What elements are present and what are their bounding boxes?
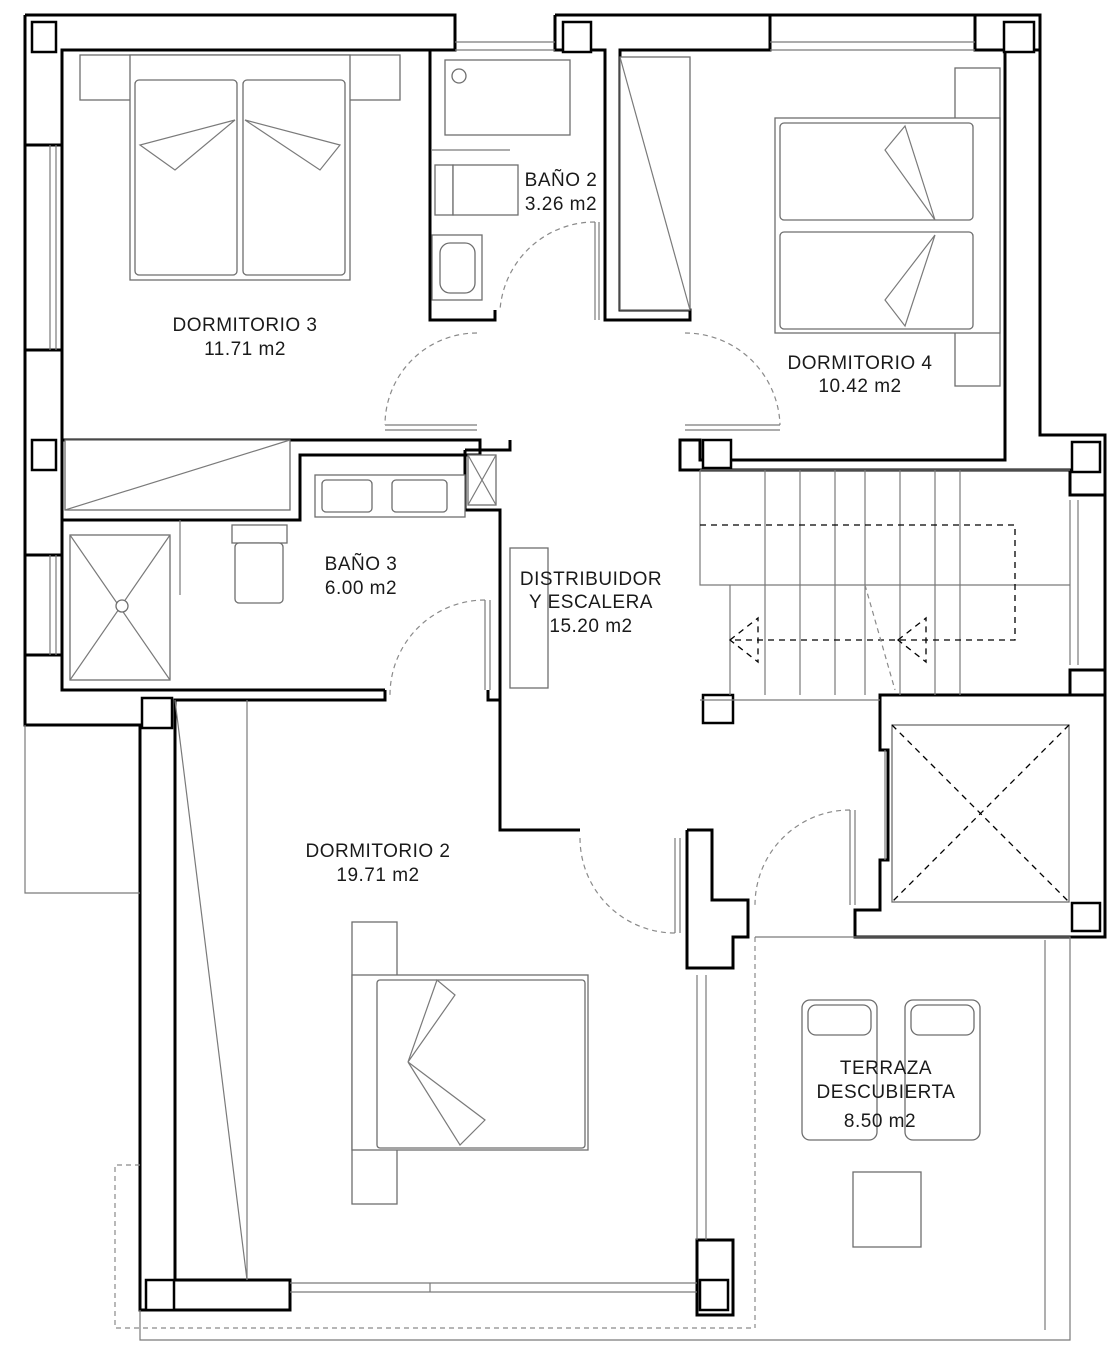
terraza-area-label: 8.50 m2 — [844, 1111, 916, 1132]
bano2-area: 3.26 m2 — [525, 194, 597, 215]
bath3-fixtures — [69, 454, 497, 681]
dorm3-furniture — [64, 54, 401, 511]
terraza-name-line2: DESCUBIERTA — [817, 1082, 956, 1103]
distribuidor-name-line1: DISTRIBUIDOR — [520, 569, 662, 590]
dormitorio4-name: DORMITORIO 4 — [788, 353, 933, 374]
dorm4-furniture — [619, 56, 1001, 387]
terraza-area — [139, 936, 1071, 1341]
exterior-outline — [24, 725, 140, 894]
bano3-area: 6.00 m2 — [325, 578, 397, 599]
stairs — [699, 469, 1070, 701]
bano2-name: BAÑO 2 — [525, 169, 598, 191]
bath2-fixtures — [431, 59, 571, 301]
distribuidor-name-line2: Y ESCALERA — [529, 592, 653, 613]
room-labels: DORMITORIO 3 11.71 m2 BAÑO 2 3.26 m2 DOR… — [173, 169, 956, 1132]
windows — [49, 41, 1079, 1293]
dormitorio3-name: DORMITORIO 3 — [173, 315, 318, 336]
doors — [384, 221, 856, 934]
lift-void — [891, 724, 1070, 903]
dormitorio2-name: DORMITORIO 2 — [306, 841, 451, 862]
dormitorio4-area: 10.42 m2 — [818, 376, 901, 397]
bano3-name: BAÑO 3 — [325, 553, 398, 575]
dorm2-furniture — [114, 699, 755, 1329]
terraza-name-line1: TERRAZA — [840, 1058, 932, 1079]
dormitorio3-area: 11.71 m2 — [204, 339, 286, 360]
distribuidor-area: 15.20 m2 — [549, 616, 632, 637]
wardrobe — [509, 547, 549, 689]
dormitorio2-area: 19.71 m2 — [336, 865, 419, 886]
